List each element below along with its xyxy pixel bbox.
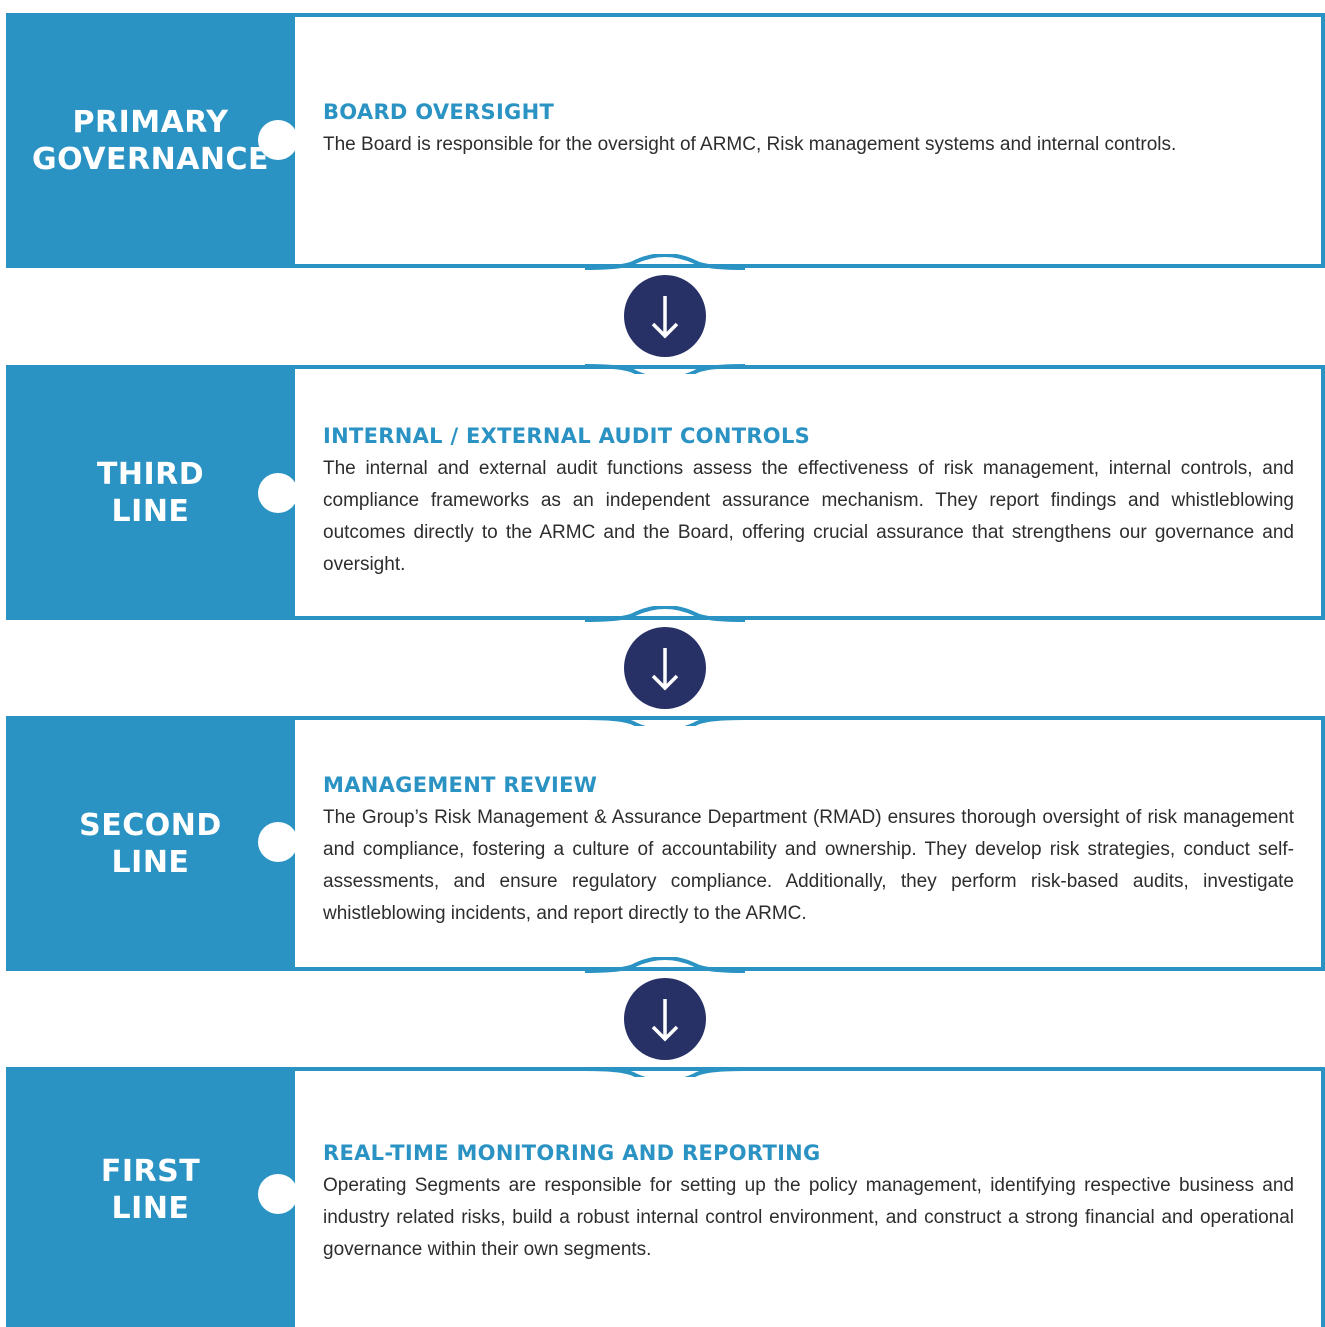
tier-content: BOARD OVERSIGHT The Board is responsible… — [323, 99, 1294, 161]
puzzle-knob — [258, 1174, 298, 1214]
puzzle-knob — [258, 120, 298, 160]
tier-label: FIRST LINE — [100, 1154, 201, 1226]
connector-1 — [585, 254, 745, 374]
tier-label-column: THIRD LINE — [6, 365, 295, 620]
tier-third-line: THIRD LINE INTERNAL / EXTERNAL AUDIT CON… — [6, 365, 1325, 620]
tier-label: THIRD LINE — [96, 456, 205, 529]
puzzle-knob — [258, 822, 298, 862]
tier-label-column: PRIMARY GOVERNANCE — [6, 13, 295, 268]
tier-heading: MANAGEMENT REVIEW — [323, 773, 598, 797]
tier-label: SECOND LINE — [79, 807, 222, 880]
arrow-down-icon — [624, 627, 706, 709]
tier-heading: REAL-TIME MONITORING AND REPORTING — [323, 1141, 821, 1165]
connector-2 — [585, 606, 745, 726]
tier-primary-governance: PRIMARY GOVERNANCE BOARD OVERSIGHT The B… — [6, 13, 1325, 268]
tier-content: REAL-TIME MONITORING AND REPORTING Opera… — [323, 1140, 1294, 1266]
tier-heading: INTERNAL / EXTERNAL AUDIT CONTROLS — [323, 424, 811, 448]
tier-description: The Group’s Risk Management & Assurance … — [323, 807, 1294, 924]
tier-description: Operating Segments are responsible for s… — [323, 1175, 1294, 1260]
tier-description: The internal and external audit function… — [323, 458, 1294, 575]
tier-label: PRIMARY GOVERNANCE — [31, 104, 270, 177]
tier-heading: BOARD OVERSIGHT — [323, 100, 555, 124]
tier-first-line: FIRST LINE REAL-TIME MONITORING AND REPO… — [6, 1067, 1325, 1327]
tier-label-column: FIRST LINE — [6, 1067, 295, 1327]
tier-second-line: SECOND LINE MANAGEMENT REVIEW The Group’… — [6, 716, 1325, 971]
arrow-down-icon — [624, 275, 706, 357]
arrow-down-icon — [624, 978, 706, 1060]
tier-content: INTERNAL / EXTERNAL AUDIT CONTROLS The i… — [323, 423, 1294, 581]
tier-content: MANAGEMENT REVIEW The Group’s Risk Manag… — [323, 772, 1294, 930]
connector-3 — [585, 957, 745, 1077]
tier-description: The Board is responsible for the oversig… — [323, 134, 1177, 155]
puzzle-knob — [258, 473, 298, 513]
tier-label-column: SECOND LINE — [6, 716, 295, 971]
